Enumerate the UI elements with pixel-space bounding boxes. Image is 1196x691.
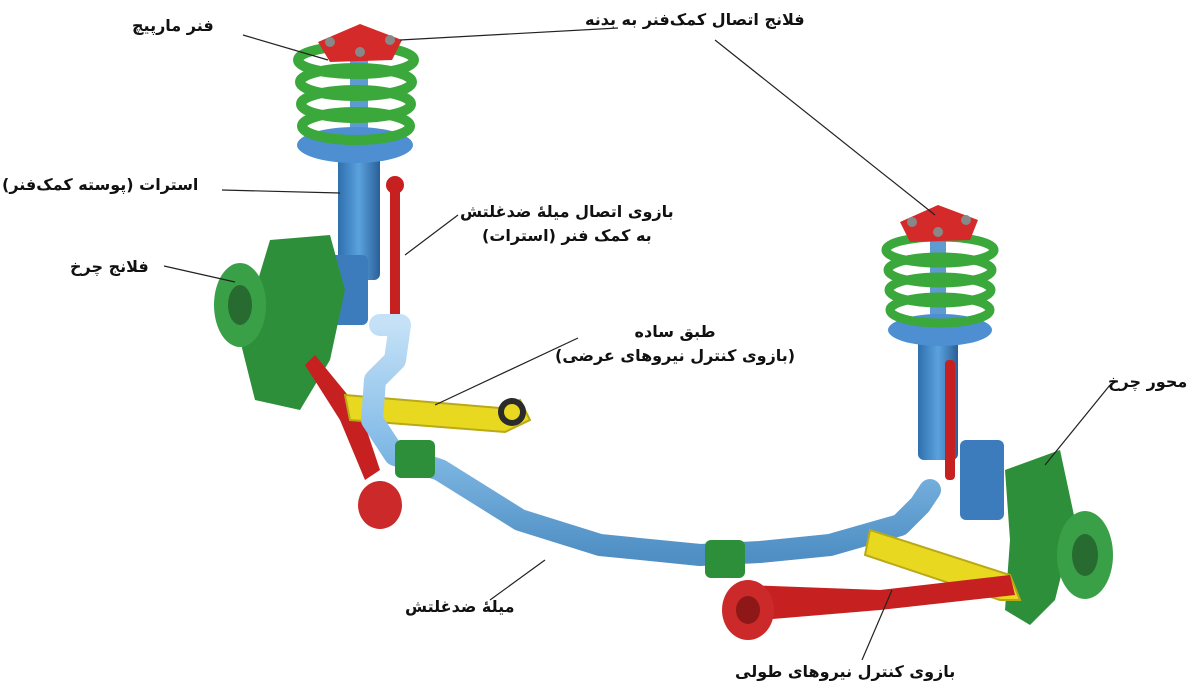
label-strut-text: استرات (پوسته کمک‌فنر) xyxy=(2,173,198,197)
label-stabilizer-link: بازوی اتصال میلهٔ ضدغلتش به کمک فنر (است… xyxy=(460,200,674,248)
stabilizer-mount-right xyxy=(705,540,745,578)
label-wheel-axle-text: محور چرخ xyxy=(1108,370,1187,394)
right-strut-bracket xyxy=(960,440,1004,520)
right-stabilizer-link xyxy=(945,360,955,480)
label-coil-spring: فنر مارپیچ xyxy=(132,14,214,38)
label-control-arm-line1: طبق ساده xyxy=(555,320,795,344)
label-control-arm: طبق ساده (بازوی کنترل نیروهای عرضی) xyxy=(555,320,795,368)
label-coil-spring-text: فنر مارپیچ xyxy=(132,14,214,38)
label-stabilizer-bar-text: میلهٔ ضدغلتش xyxy=(405,595,515,619)
label-strut-mount-flange-text: فلانج اتصال کمک‌فنر به بدنه xyxy=(585,8,805,32)
label-stabilizer-link-line2: به کمک فنر (استرات) xyxy=(460,224,674,248)
label-control-arm-line2: (بازوی کنترل نیروهای عرضی) xyxy=(555,344,795,368)
left-bushing xyxy=(358,481,402,529)
trailing-arm xyxy=(722,575,1015,640)
right-strut-assembly xyxy=(865,205,1113,625)
stabilizer-mount-left xyxy=(395,440,435,478)
label-trailing-arm: بازوی کنترل نیروهای طولی xyxy=(735,660,955,684)
label-wheel-flange: فلانج چرخ xyxy=(70,255,149,279)
label-wheel-flange-text: فلانج چرخ xyxy=(70,255,149,279)
label-stabilizer-link-line1: بازوی اتصال میلهٔ ضدغلتش xyxy=(460,200,674,224)
label-trailing-arm-text: بازوی کنترل نیروهای طولی xyxy=(735,660,955,684)
label-stabilizer-bar: میلهٔ ضدغلتش xyxy=(405,595,515,619)
label-wheel-axle: محور چرخ xyxy=(1108,370,1187,394)
label-strut: استرات (پوسته کمک‌فنر) xyxy=(2,173,198,197)
left-stabilizer-link xyxy=(390,180,400,330)
label-strut-mount-flange: فلانج اتصال کمک‌فنر به بدنه xyxy=(585,8,805,32)
